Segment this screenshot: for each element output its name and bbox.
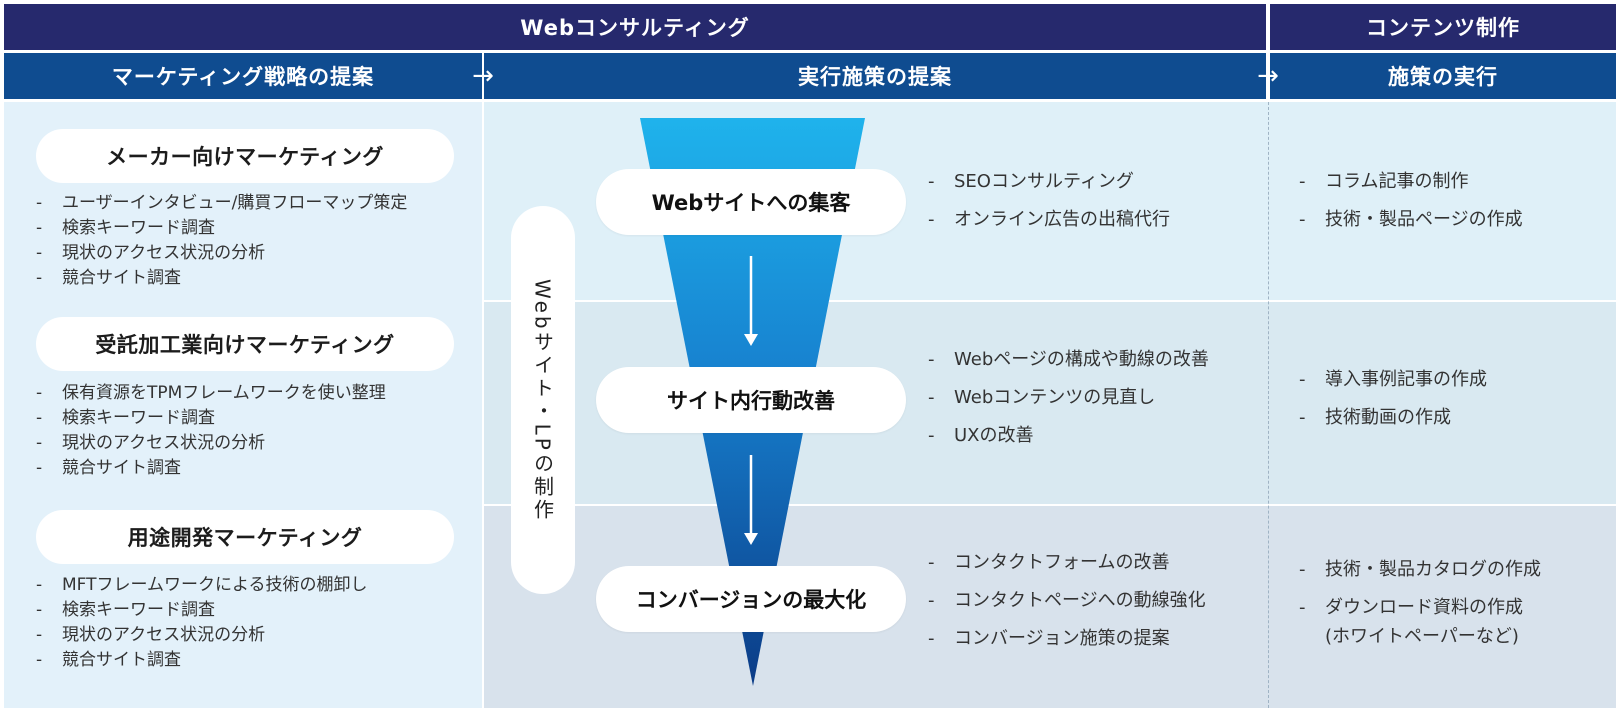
header-content-production: コンテンツ制作	[1270, 4, 1616, 50]
marketing-list-application: MFTフレームワークによる技術の棚卸し 検索キーワード調査 現状のアクセス状況の…	[36, 573, 476, 673]
list-item: 導入事例記事の作成	[1299, 361, 1599, 399]
execution-note: (ホワイトペーパーなど)	[1325, 626, 1519, 647]
website-lp-production-label: Webサイト・LPの制作	[511, 206, 575, 594]
marketing-list-maker: ユーザーインタビュー/購買フローマップ策定 検索キーワード調査 現状のアクセス状…	[36, 191, 476, 291]
list-item: 技術動画の作成	[1299, 399, 1599, 437]
list-item: コンタクトフォームの改善	[928, 544, 1258, 582]
right-arrow-icon: →	[472, 61, 494, 91]
list-item: UXの改善	[928, 417, 1258, 455]
header-execution: 施策の実行	[1270, 53, 1616, 99]
list-item: 技術・製品ページの作成	[1299, 201, 1599, 239]
stage-pill-conversion: コンバージョンの最大化	[596, 566, 906, 632]
list-item: 競合サイト調査	[36, 456, 476, 481]
down-arrow-icon	[744, 455, 758, 545]
list-item: 現状のアクセス状況の分析	[36, 241, 476, 266]
stage-list-conversion: コンタクトフォームの改善 コンタクトページへの動線強化 コンバージョン施策の提案	[928, 544, 1258, 658]
list-item: 検索キーワード調査	[36, 406, 476, 431]
marketing-title-maker: メーカー向けマーケティング	[36, 129, 454, 183]
marketing-title-contract: 受託加工業向けマーケティング	[36, 317, 454, 371]
stage-pill-onsite: サイト内行動改善	[596, 367, 906, 433]
marketing-title-application: 用途開発マーケティング	[36, 510, 454, 564]
list-item: ダウンロード資料の作成	[1299, 589, 1599, 627]
execution-list-onsite: 導入事例記事の作成 技術動画の作成	[1299, 361, 1599, 437]
stage-list-traffic: SEOコンサルティング オンライン広告の出稿代行	[928, 163, 1258, 239]
list-item: 現状のアクセス状況の分析	[36, 623, 476, 648]
list-item: コンバージョン施策の提案	[928, 620, 1258, 658]
header-execution-proposal: 実行施策の提案	[484, 53, 1266, 99]
list-item: Webコンテンツの見直し	[928, 379, 1258, 417]
stage-list-onsite: Webページの構成や動線の改善 Webコンテンツの見直し UXの改善	[928, 341, 1258, 455]
execution-list-conversion: 技術・製品カタログの作成 ダウンロード資料の作成	[1299, 551, 1599, 627]
list-item: 検索キーワード調査	[36, 216, 476, 241]
list-item: オンライン広告の出稿代行	[928, 201, 1258, 239]
list-item: 技術・製品カタログの作成	[1299, 551, 1599, 589]
marketing-list-contract: 保有資源をTPMフレームワークを使い整理 検索キーワード調査 現状のアクセス状況…	[36, 381, 476, 481]
execution-list-traffic: コラム記事の制作 技術・製品ページの作成	[1299, 163, 1599, 239]
stage-pill-traffic: Webサイトへの集客	[596, 169, 906, 235]
list-item: 競合サイト調査	[36, 648, 476, 673]
list-item: 保有資源をTPMフレームワークを使い整理	[36, 381, 476, 406]
right-arrow-icon: →	[1257, 61, 1279, 91]
column-divider	[1268, 102, 1269, 708]
list-item: コンタクトページへの動線強化	[928, 582, 1258, 620]
list-item: MFTフレームワークによる技術の棚卸し	[36, 573, 476, 598]
list-item: Webページの構成や動線の改善	[928, 341, 1258, 379]
header-web-consulting: Webコンサルティング	[4, 4, 1266, 50]
list-item: 検索キーワード調査	[36, 598, 476, 623]
list-item: 現状のアクセス状況の分析	[36, 431, 476, 456]
list-item: SEOコンサルティング	[928, 163, 1258, 201]
list-item: 競合サイト調査	[36, 266, 476, 291]
list-item: ユーザーインタビュー/購買フローマップ策定	[36, 191, 476, 216]
header-marketing-strategy: マーケティング戦略の提案	[4, 53, 482, 99]
down-arrow-icon	[744, 256, 758, 346]
list-item: コラム記事の制作	[1299, 163, 1599, 201]
vertical-label-text: Webサイト・LPの制作	[530, 278, 555, 522]
